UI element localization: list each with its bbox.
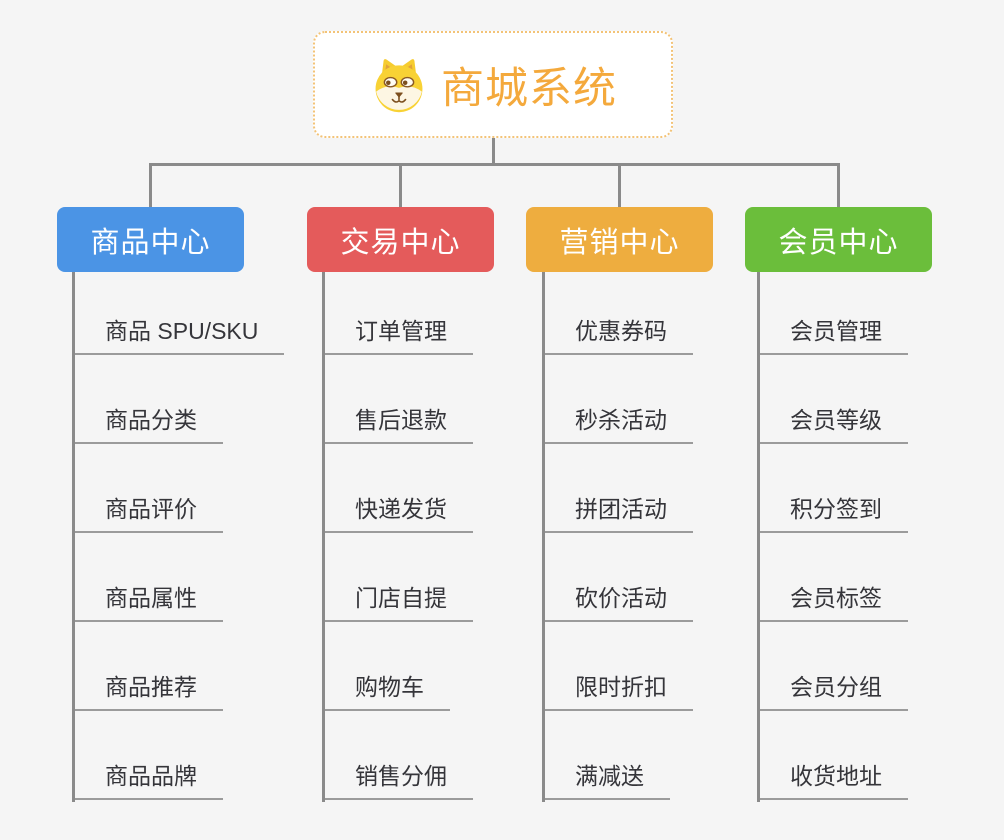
connector-column-line <box>542 272 545 802</box>
branch-marketing-center[interactable]: 营销中心 <box>526 207 713 272</box>
branch-member-children: 会员管理 会员等级 积分签到 会员标签 会员分组 收货地址 <box>757 272 997 802</box>
connector-column-line <box>322 272 325 802</box>
connector-drop-product <box>149 163 152 207</box>
leaf-item[interactable]: 商品分类 <box>72 406 223 444</box>
leaf-item[interactable]: 砍价活动 <box>542 584 693 622</box>
branch-product-center[interactable]: 商品中心 <box>57 207 244 272</box>
branch-product-children: 商品 SPU/SKU 商品分类 商品评价 商品属性 商品推荐 商品品牌 <box>72 272 312 802</box>
leaf-item[interactable]: 积分签到 <box>757 495 908 533</box>
dog-face-icon <box>369 55 429 115</box>
branch-trade-children: 订单管理 售后退款 快递发货 门店自提 购物车 销售分佣 <box>322 272 562 802</box>
root-title: 商城系统 <box>441 64 617 113</box>
leaf-item[interactable]: 快递发货 <box>322 495 473 533</box>
leaf-item[interactable]: 商品评价 <box>72 495 223 533</box>
leaf-item[interactable]: 商品属性 <box>72 584 223 622</box>
leaf-item[interactable]: 会员等级 <box>757 406 908 444</box>
leaf-item[interactable]: 会员管理 <box>757 317 908 355</box>
connector-drop-marketing <box>618 163 621 207</box>
leaf-item[interactable]: 限时折扣 <box>542 673 693 711</box>
leaf-item[interactable]: 销售分佣 <box>322 762 473 800</box>
connector-column-line <box>72 272 75 802</box>
branch-trade-center[interactable]: 交易中心 <box>307 207 494 272</box>
branch-marketing-children: 优惠券码 秒杀活动 拼团活动 砍价活动 限时折扣 满减送 <box>542 272 782 802</box>
branch-member-center[interactable]: 会员中心 <box>745 207 932 272</box>
connector-horizontal-bar <box>149 163 840 166</box>
leaf-item[interactable]: 会员标签 <box>757 584 908 622</box>
leaf-item[interactable]: 购物车 <box>322 673 450 711</box>
leaf-item[interactable]: 门店自提 <box>322 584 473 622</box>
leaf-item[interactable]: 秒杀活动 <box>542 406 693 444</box>
connector-drop-trade <box>399 163 402 207</box>
leaf-item[interactable]: 满减送 <box>542 762 670 800</box>
connector-column-line <box>757 272 760 802</box>
leaf-item[interactable]: 收货地址 <box>757 762 908 800</box>
leaf-item[interactable]: 商品推荐 <box>72 673 223 711</box>
leaf-item[interactable]: 优惠券码 <box>542 317 693 355</box>
leaf-item[interactable]: 订单管理 <box>322 317 473 355</box>
leaf-item[interactable]: 商品品牌 <box>72 762 223 800</box>
connector-root-trunk <box>492 138 495 166</box>
leaf-item[interactable]: 售后退款 <box>322 406 473 444</box>
leaf-item[interactable]: 会员分组 <box>757 673 908 711</box>
root-node[interactable]: 商城系统 <box>313 31 673 138</box>
leaf-item[interactable]: 商品 SPU/SKU <box>72 317 285 355</box>
leaf-item[interactable]: 拼团活动 <box>542 495 693 533</box>
connector-drop-member <box>837 163 840 207</box>
